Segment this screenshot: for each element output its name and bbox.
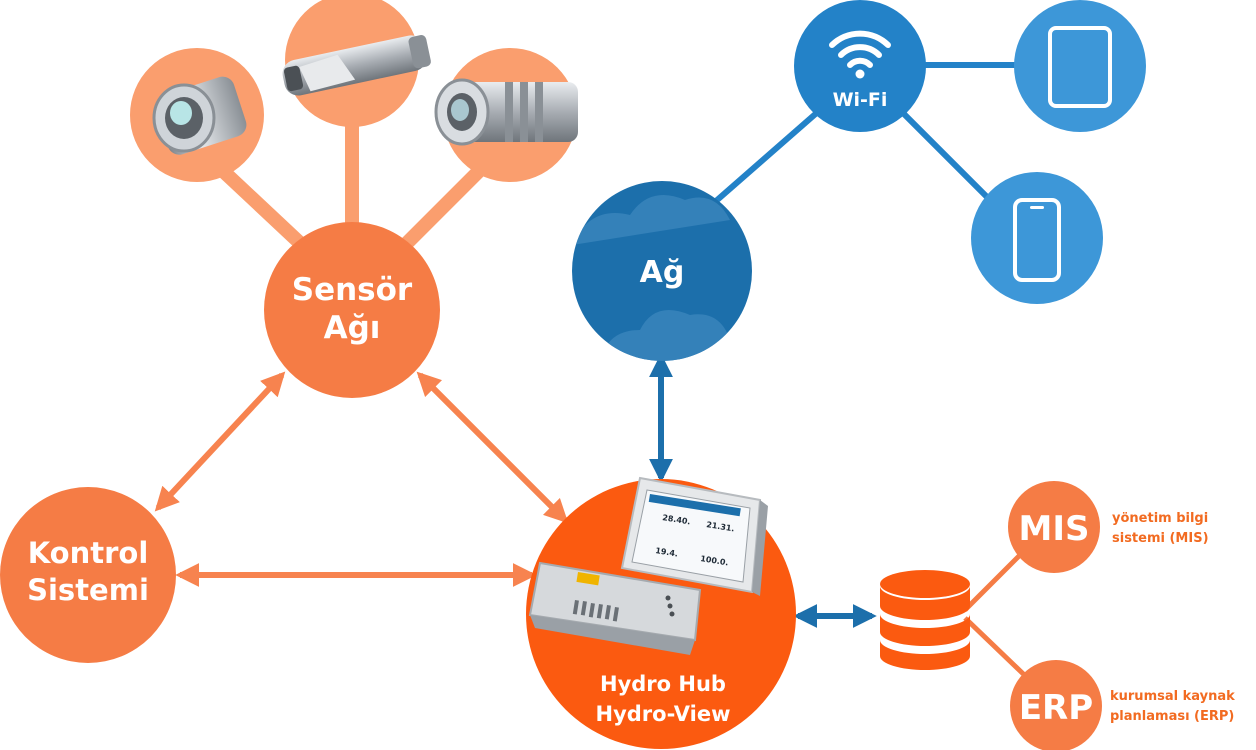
erp-desc-2: planlaması (ERP) xyxy=(1110,709,1234,724)
hydro-hub-node: 28.40. 21.31. 19.4. 100.0. H xyxy=(526,476,796,749)
mis-desc-2: sistemi (MIS) xyxy=(1112,531,1209,546)
sensor-spokes xyxy=(217,120,485,251)
wifi-connectors xyxy=(698,62,1020,218)
network-label: Ağ xyxy=(640,255,685,290)
sensor-network-label-1: Sensör xyxy=(292,272,413,308)
screen-value-4: 100.0. xyxy=(700,554,729,567)
sensor-probe-icon xyxy=(152,76,247,155)
hub-box-icon xyxy=(528,561,702,655)
sensor-node-1 xyxy=(130,48,264,182)
sensor-cylinder-icon xyxy=(434,78,578,146)
hydro-hub-label-1: Hydro Hub xyxy=(600,672,726,696)
screen-value-2: 21.31. xyxy=(706,520,735,533)
arrow-sensor-hub xyxy=(416,371,569,524)
sensor-bar-icon xyxy=(282,35,431,96)
phone-icon xyxy=(1013,198,1061,282)
database-icon xyxy=(880,570,970,670)
wifi-node: Wi-Fi xyxy=(794,0,926,132)
control-system-label-2: Sistemi xyxy=(27,573,149,607)
erp-desc-1: kurumsal kaynak xyxy=(1110,689,1235,704)
tablet-node xyxy=(1014,0,1146,132)
orange-arrows xyxy=(154,371,569,587)
erp-node: ERP kurumsal kaynak planlaması (ERP) xyxy=(1010,660,1235,750)
hydro-hub-label-2: Hydro-View xyxy=(596,702,731,726)
control-system-node: Kontrol Sistemi xyxy=(0,487,176,663)
screen-value-1: 28.40. xyxy=(662,513,691,526)
phone-node xyxy=(971,172,1103,304)
erp-label: ERP xyxy=(1019,688,1093,728)
mis-node: MIS yönetim bilgi sistemi (MIS) xyxy=(1008,481,1209,573)
sensor-network-label-2: Ağı xyxy=(324,310,381,346)
touch-panel-icon: 28.40. 21.31. 19.4. 100.0. xyxy=(620,476,768,596)
network-node: Ağ xyxy=(572,181,752,361)
arrow-sensor-control xyxy=(154,371,286,512)
sensor-network-node: Sensör Ağı xyxy=(264,222,440,398)
blue-arrows xyxy=(649,353,877,628)
sensor-node-3 xyxy=(434,48,578,182)
wifi-label: Wi-Fi xyxy=(833,89,888,111)
control-system-label-1: Kontrol xyxy=(28,536,149,570)
screen-value-3: 19.4. xyxy=(655,546,679,558)
tablet-icon xyxy=(1048,26,1112,108)
mis-label: MIS xyxy=(1019,509,1090,549)
sensor-node-2 xyxy=(282,0,431,127)
mis-desc-1: yönetim bilgi xyxy=(1112,511,1208,526)
wifi-icon xyxy=(829,30,891,68)
